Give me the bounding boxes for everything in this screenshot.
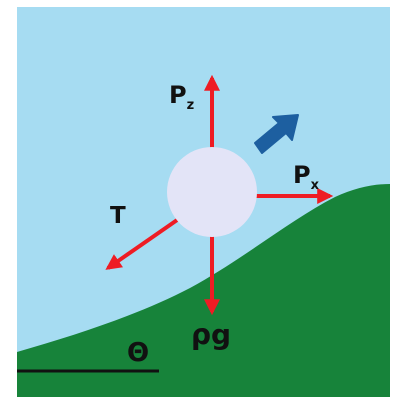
particle-circle bbox=[167, 147, 257, 237]
tension-label: T bbox=[110, 203, 126, 229]
weight-label: ρg bbox=[191, 318, 231, 351]
angle-label: Θ bbox=[127, 338, 149, 368]
movement-direction-arrow bbox=[254, 114, 299, 154]
pz-label: Pz bbox=[169, 81, 194, 113]
hill-slope bbox=[17, 184, 390, 397]
tension-force-arrow bbox=[105, 216, 182, 270]
px-label: Px bbox=[293, 161, 320, 193]
